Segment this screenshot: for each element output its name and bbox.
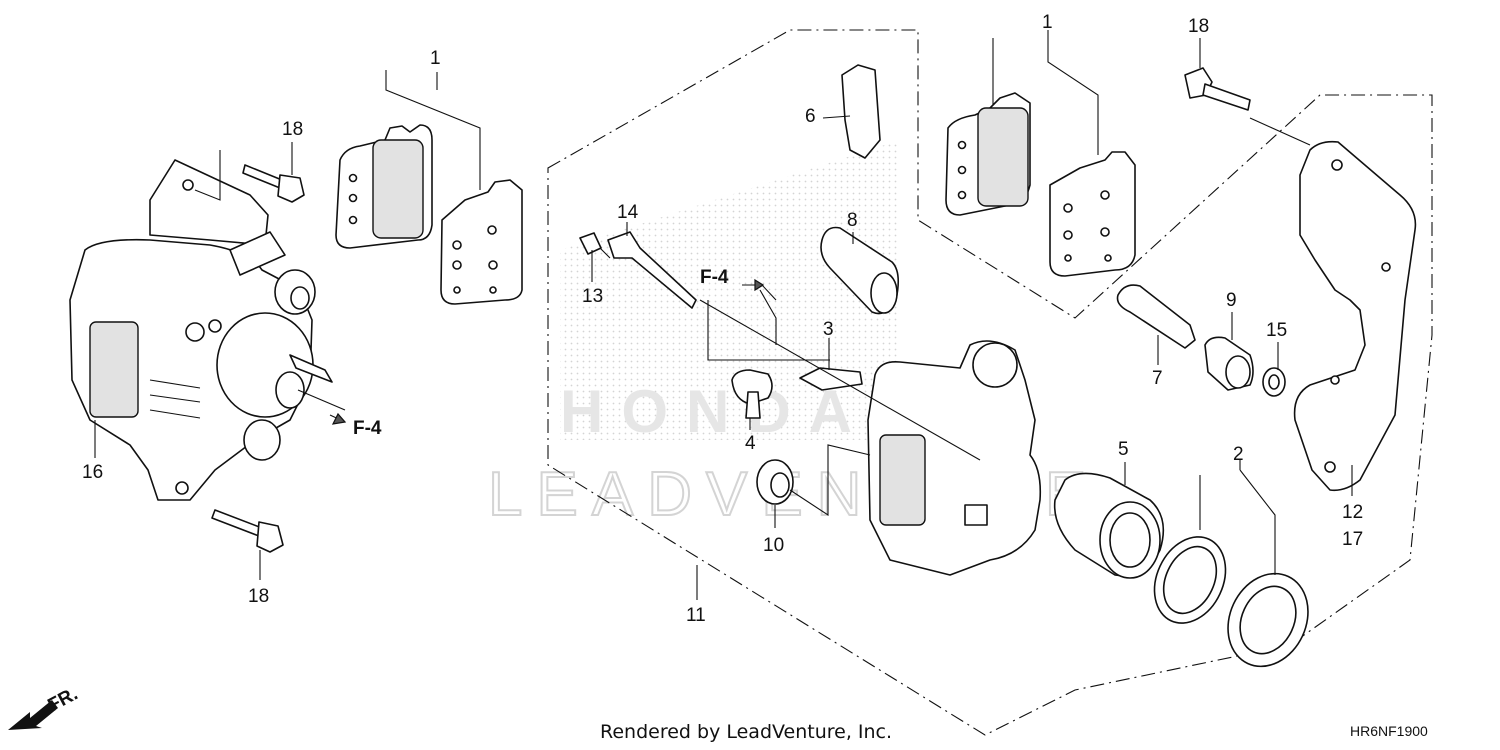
ref-f4-left: F-4: [353, 418, 382, 439]
callouts: 1 18 16 18 F-4 14 13 F-4 6 8 3 4 10 11 5…: [82, 12, 1363, 626]
caliper-assembly-16: [69, 159, 333, 501]
pad-spring-6: [841, 64, 881, 159]
front-direction-indicator: FR.: [8, 684, 81, 730]
f4-left-arrowhead: [331, 412, 347, 425]
front-arrow-icon: [8, 700, 58, 730]
bolt-18-lower-left: [211, 509, 284, 553]
callout-5: 5: [1118, 439, 1129, 460]
brake-pad-right-front: [945, 92, 1031, 216]
callout-7: 7: [1152, 368, 1163, 389]
callout-2: 2: [1233, 444, 1244, 465]
caliper-body-11: [867, 340, 1042, 576]
boot-10: [756, 459, 794, 505]
f4-mid-arrowhead: [754, 278, 765, 292]
washer-15: [1262, 367, 1286, 397]
callout-18-upper-left: 18: [282, 119, 303, 140]
callout-9: 9: [1226, 290, 1237, 311]
pin-14: [607, 231, 697, 309]
callout-3: 3: [823, 319, 834, 340]
callout-1-left: 1: [430, 48, 441, 69]
callout-15: 15: [1266, 320, 1287, 341]
callout-18-right: 18: [1188, 16, 1209, 37]
diagram-code: HR6NF1900: [1350, 723, 1428, 739]
footer-text: Rendered by LeadVenture, Inc.: [600, 721, 892, 743]
caliper-kit-outline: [547, 29, 1433, 736]
ref-f4-mid: F-4: [700, 267, 729, 288]
piston-5: [1053, 472, 1165, 579]
callout-11: 11: [686, 605, 706, 626]
brake-pad-left-front: [335, 124, 433, 249]
brake-pad-left-rear: [440, 179, 523, 305]
callout-14: 14: [617, 202, 639, 223]
callout-8: 8: [847, 210, 858, 231]
callout-10: 10: [763, 535, 784, 556]
leader-lines: [94, 30, 1353, 600]
callout-13: 13: [582, 286, 603, 307]
callout-1-right: 1: [1042, 12, 1053, 33]
callout-12: 12: [1342, 502, 1363, 523]
bolt-18-upper-left: [242, 164, 305, 203]
bleeder-cap-4: [731, 369, 773, 419]
bracket-12: [1293, 140, 1417, 492]
callout-16: 16: [82, 462, 103, 483]
pin-7: [1116, 284, 1196, 349]
boot-13: [579, 232, 602, 255]
seal-2-outer: [1227, 572, 1309, 668]
pin-8: [820, 226, 900, 315]
callout-17: 17: [1342, 529, 1363, 550]
callout-4: 4: [745, 433, 756, 454]
watermark-brand: HONDA: [560, 378, 870, 445]
callout-6: 6: [805, 106, 816, 127]
brake-pad-right-rear: [1049, 151, 1136, 277]
bolt-18-right: [1184, 67, 1251, 111]
callout-18-lower-left: 18: [248, 586, 269, 607]
bleeder-3: [799, 367, 863, 391]
seal-2-inner: [1153, 536, 1227, 624]
boot-9: [1204, 336, 1254, 391]
